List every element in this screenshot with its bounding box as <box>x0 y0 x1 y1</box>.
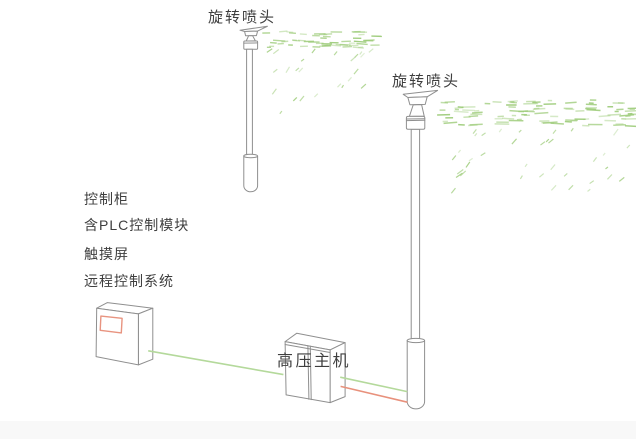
sprinkler-2 <box>402 89 439 410</box>
sprinkler-1-nozzle-neck <box>245 35 256 42</box>
sprinkler-2-dish-front <box>407 96 428 106</box>
sprinkler-2-mist <box>437 99 636 194</box>
control-cabinet-box <box>95 302 154 366</box>
sprinkler-2-label: 旋转喷头 <box>392 73 461 90</box>
sprinkler-1-pole <box>246 48 253 157</box>
sprinkler-1 <box>239 25 268 193</box>
sprinkler-1-base-tube <box>243 155 259 193</box>
cabinet-label-line-4: 远程控制系统 <box>84 273 174 289</box>
host-to-pole-green-line <box>340 376 408 393</box>
cabinet-front-face <box>95 307 139 366</box>
spray-mist-layer <box>262 30 636 194</box>
cabinet-label-line-2: 含PLC控制模块 <box>84 217 190 233</box>
sprinkler-1-label: 旋转喷头 <box>208 9 277 26</box>
cabinet-label-line-3: 触摸屏 <box>84 246 129 262</box>
bottom-strip <box>0 421 636 439</box>
connection-lines <box>148 350 408 403</box>
host-label: 高压主机 <box>277 353 352 370</box>
sprinkler-1-dish-front <box>244 30 259 37</box>
high-pressure-host-box <box>284 332 346 404</box>
cabinet-label-line-1: 控制柜 <box>84 191 129 207</box>
host-to-pole-red-line <box>340 385 408 403</box>
sprinkler-1-mist <box>262 30 382 115</box>
sprinkler-2-nozzle-neck <box>408 104 425 117</box>
cabinet-to-host-line <box>148 350 284 376</box>
cabinet-touchscreen <box>99 315 123 334</box>
sprinkler-2-pole <box>410 128 421 341</box>
sprinkler-2-collar <box>405 115 426 130</box>
sprinkler-2-base-cylinder <box>406 340 426 410</box>
sprinkler-2-base-cylinder-top <box>406 337 426 344</box>
sprinkler-1-collar <box>243 40 259 50</box>
host-door-split-1 <box>307 345 310 400</box>
host-door-split-2 <box>309 345 312 401</box>
sprinkler-2-dish-top <box>402 89 439 98</box>
host-front-face <box>284 341 331 404</box>
sprinkler-1-base-tube-top <box>243 153 259 159</box>
cabinet-right-face <box>137 307 154 366</box>
